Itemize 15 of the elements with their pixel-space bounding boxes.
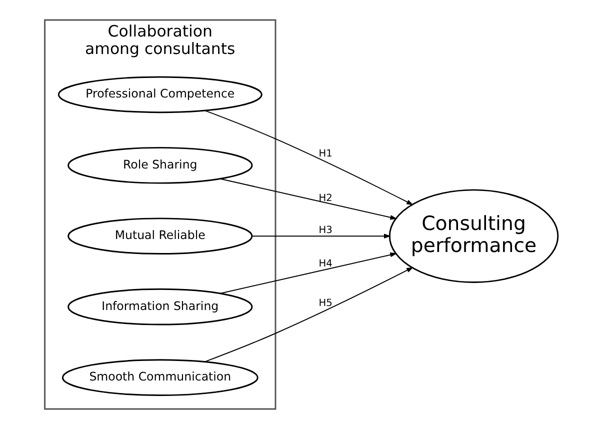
arrow	[220, 252, 398, 294]
arrow	[204, 110, 414, 206]
arrow	[204, 267, 414, 362]
arrow	[252, 234, 391, 239]
edge-label: H3	[318, 225, 332, 236]
edge-label: H5	[318, 298, 332, 309]
node-ellipse: Professional Competence	[58, 76, 262, 114]
edge-label: H4	[318, 258, 332, 270]
arrow	[220, 178, 398, 220]
node-ellipse: Smooth Communication	[62, 359, 258, 396]
node-ellipse: Role Sharing	[68, 146, 253, 184]
edge-label: H2	[318, 192, 332, 204]
edge-label: H1	[318, 148, 332, 160]
node-ellipse: Mutual Reliable	[68, 218, 253, 255]
node-ellipse: Information Sharing	[68, 288, 253, 326]
